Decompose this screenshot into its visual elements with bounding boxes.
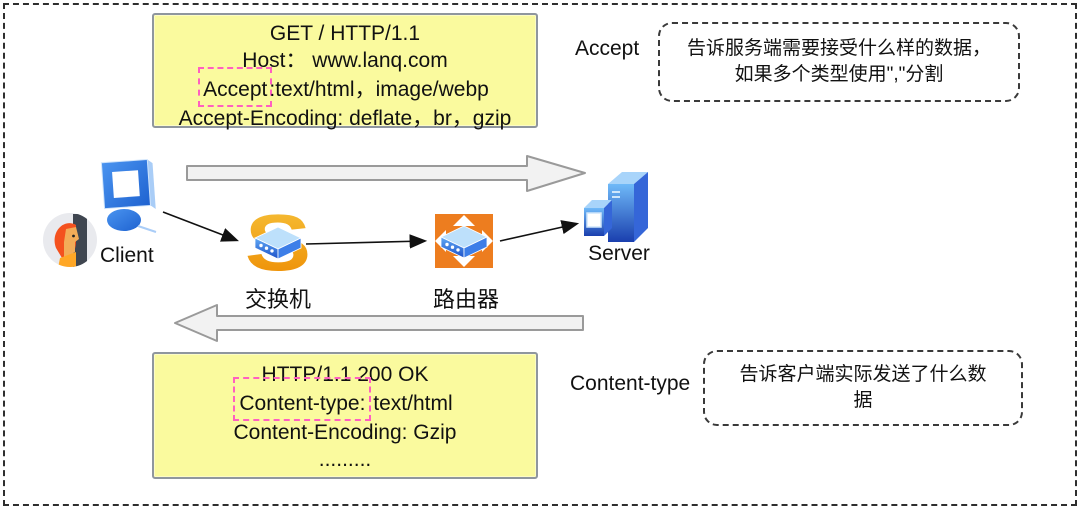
router-to-server-arrow (499, 220, 580, 242)
content-type-note-text: 告诉客户端实际发送了什么数据 (739, 364, 987, 411)
accept-note-text: 告诉服务端需要接受什么样的数据，如果多个类型使用","分割 (686, 38, 991, 85)
client-monitor-icon (100, 158, 157, 233)
avatar-face (64, 227, 79, 258)
client-avatar-icon (43, 213, 97, 267)
accept-term-label: Accept (575, 37, 640, 60)
switch-to-router-arrow (305, 234, 428, 249)
request-line-accept: Accept:text/html，image/webp (154, 67, 536, 107)
request-flow-arrow (186, 155, 586, 192)
router-label: 路由器 (432, 287, 499, 312)
content-type-key: Content-type: (239, 392, 366, 415)
content-type-highlight-box: Content-type: (233, 377, 372, 421)
accept-header-highlight-box: Accept (198, 67, 273, 107)
request-headers-box: GET / HTTP/1.1 Host： www.lanq.com Accept… (152, 13, 538, 130)
response-headers-box: HTTP/1.1 200 OK Content-type: text/html … (152, 352, 538, 479)
accept-header-key: Accept (203, 78, 268, 101)
request-line-host: Host： www.lanq.com (242, 49, 448, 72)
avatar-shirt (58, 252, 76, 267)
switch-icon: S (245, 203, 312, 283)
response-line-content-type: Content-type: text/html (154, 377, 536, 421)
request-line-method: GET / HTTP/1.1 (269, 22, 421, 45)
switch-label: 交换机 (244, 287, 311, 312)
client-to-switch-arrow (162, 211, 239, 242)
accept-header-value: :text/html，image/webp (269, 78, 489, 101)
request-line-accept-encoding: Accept-Encoding: deflate，br，gzip (178, 107, 512, 130)
client-label: Client (100, 244, 154, 267)
server-label: Server (588, 242, 650, 265)
response-line-status: HTTP/1.1 200 OK (261, 363, 429, 386)
content-type-value: text/html (367, 392, 453, 415)
response-flow-arrow (174, 304, 584, 342)
response-line-content-encoding: Content-Encoding: Gzip (233, 421, 457, 444)
content-type-note-box: 告诉客户端实际发送了什么数据 (703, 350, 1023, 426)
content-type-term-label: Content-type (570, 372, 691, 395)
server-icon (584, 172, 648, 242)
accept-note-box: 告诉服务端需要接受什么样的数据，如果多个类型使用","分割 (658, 22, 1020, 102)
router-icon (435, 214, 493, 268)
response-line-ellipsis: ......... (318, 448, 372, 471)
